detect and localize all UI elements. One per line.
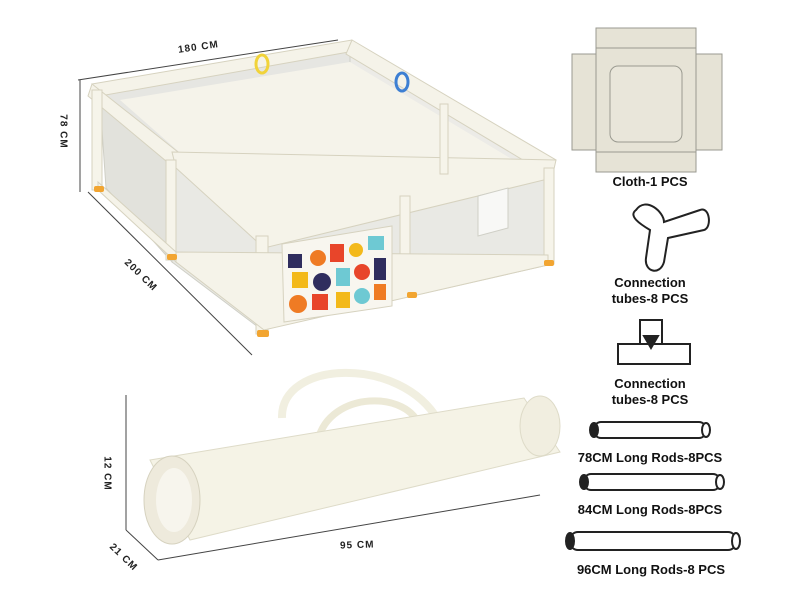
- connection-tube-y-label: Connection tubes-8 PCS: [611, 275, 689, 306]
- rod-84-label: 84CM Long Rods-8PCS: [577, 502, 723, 517]
- bag-body: [149, 397, 561, 541]
- bag-length-dimension-label: 95 CM: [339, 539, 375, 552]
- rod-78: [589, 421, 711, 439]
- post-back-mid: [439, 103, 449, 175]
- bag-handle-back: [277, 368, 442, 423]
- dimension-lines: [77, 39, 541, 561]
- mesh-window: [477, 187, 509, 237]
- cloth-part: [571, 27, 723, 173]
- yellow-ring: [254, 53, 270, 75]
- carry-bag: [143, 368, 561, 545]
- bag-depth-dimension-line: [125, 529, 159, 561]
- blue-ring: [394, 71, 410, 93]
- rods: [565, 421, 741, 551]
- rod-78-label: 78CM Long Rods-8PCS: [577, 450, 723, 465]
- bag-length-dimension-line: [157, 494, 541, 561]
- rod-96: [565, 531, 741, 551]
- height-dimension-label: 78 CM: [57, 114, 69, 149]
- y-connection-tube: [632, 203, 710, 272]
- orange-feet: [94, 186, 554, 337]
- cloth-label: Cloth-1 PCS: [612, 174, 688, 189]
- colorful-door-panel: [281, 225, 393, 323]
- post-left-back: [91, 89, 103, 191]
- bag-end-far: [519, 395, 561, 457]
- bag-end-inner: [156, 468, 192, 532]
- width-dimension-line: [77, 39, 339, 81]
- toy-rings: [254, 53, 410, 93]
- connection-tube-t-label: Connection tubes-8 PCS: [611, 376, 689, 407]
- post-right: [543, 167, 555, 265]
- rod-84: [579, 473, 725, 491]
- depth-dimension-line: [87, 191, 253, 356]
- t-connection-tube: [617, 319, 691, 365]
- rod-96-label: 96CM Long Rods-8 PCS: [576, 562, 726, 577]
- bag-height-dimension-label: 12 CM: [101, 456, 113, 491]
